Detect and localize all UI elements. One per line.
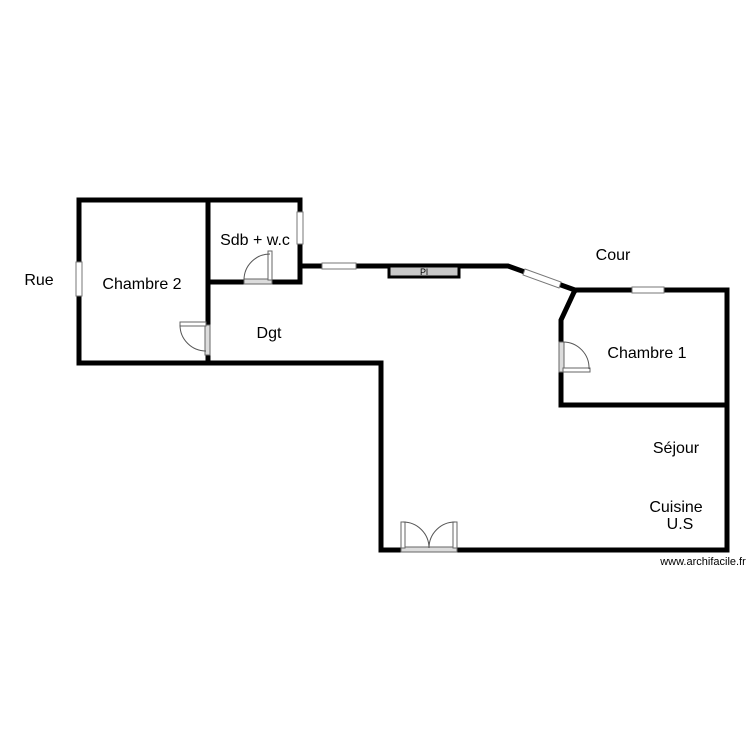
room-cuisine-label: Cuisine (649, 499, 702, 516)
window-sdb (296, 211, 304, 245)
windows (75, 211, 665, 297)
outside-cour-label: Cour (596, 247, 631, 264)
placard: Pl (387, 264, 461, 279)
room-dgt-label: Dgt (257, 325, 282, 342)
room-sejour-label: Séjour (653, 440, 700, 457)
window-diagonal (522, 268, 562, 289)
door-entry-double[interactable] (400, 521, 458, 554)
window-chambre1 (631, 286, 665, 294)
doors (179, 250, 591, 554)
door-chambre1[interactable] (557, 341, 591, 373)
outside-rue-label: Rue (24, 272, 53, 289)
room-sdb-label: Sdb + w.c (220, 232, 290, 249)
door-sdb[interactable] (243, 250, 273, 286)
room-chambre2-label: Chambre 2 (102, 276, 181, 293)
window-corridor (321, 262, 357, 270)
room-chambre1-label: Chambre 1 (607, 345, 686, 362)
window-rue (75, 261, 83, 297)
credit-text: www.archifacile.fr (659, 556, 746, 568)
door-chambre2[interactable] (179, 321, 212, 356)
room-us-label: U.S (667, 516, 694, 533)
placard-label: Pl (420, 267, 428, 277)
labels: Rue Chambre 2 Sdb + w.c Cour Dgt Chambre… (24, 232, 746, 568)
placard-box (387, 264, 461, 279)
wall-outline-west-block (76, 197, 303, 285)
